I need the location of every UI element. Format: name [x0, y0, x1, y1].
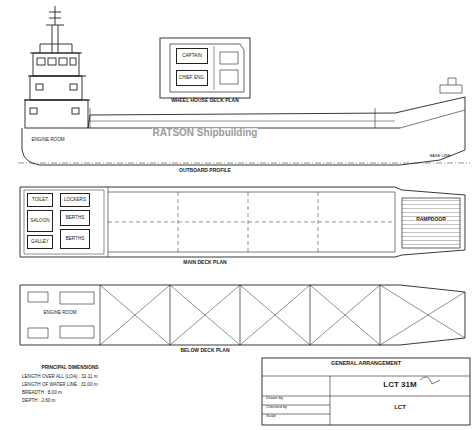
drawing-label: RAMPDOOR — [415, 217, 447, 222]
hull-profile — [22, 97, 465, 165]
room-box: CHIEF ENG. — [176, 70, 208, 86]
watermark: RATSON Shipbuilding — [152, 128, 259, 139]
drawing-label: GENERAL ARRANGEMENT — [331, 361, 401, 367]
drawing-label: LCT 31M — [383, 381, 416, 389]
room-name: BERTHS — [66, 237, 85, 242]
room-name: LOCKERS — [64, 198, 86, 203]
room-box: SALOON — [27, 210, 53, 232]
drawing-label: OUTBOARD PROFILE — [179, 168, 231, 173]
bow-ramp — [402, 198, 460, 248]
room-box: BERTHS — [60, 229, 90, 249]
room-name: CHIEF ENG. — [179, 76, 205, 81]
drawing-label: DEPTH : 2.60 m — [22, 399, 55, 404]
drawing-label: WHEEL HOUSE DECK PLAN — [171, 98, 239, 103]
drawing-label: MAIN DECK PLAN — [183, 260, 226, 265]
title-block — [262, 358, 470, 425]
drawing-label: BASE LINE — [430, 154, 451, 158]
room-box: LOCKERS — [60, 193, 90, 207]
drawing-label: ENGINE ROOM — [43, 311, 76, 316]
main-deck-outline — [20, 187, 465, 257]
room-box: GALLEY — [27, 235, 53, 249]
wheelhouse-plan-frame — [160, 38, 250, 98]
drawing-label: LENGTH OF WATER LINE : 31.00 m — [22, 383, 98, 388]
drawing-label: PRINCIPAL DIMENSIONS — [41, 365, 98, 370]
drawing-label: Scale — [266, 414, 276, 418]
drawing-label: ENGINE ROOM — [31, 138, 64, 143]
room-box: BERTHS — [60, 210, 90, 226]
room-box: CAPTAIN — [176, 48, 208, 64]
room-name: BERTHS — [66, 216, 85, 221]
drawing-label: Checked by — [266, 405, 287, 409]
drawing-label: Drawn by — [266, 396, 283, 400]
below-deck-outline — [20, 285, 465, 345]
room-name: CAPTAIN — [182, 54, 202, 59]
room-name: GALLEY — [31, 240, 49, 245]
room-name: TOILET — [32, 198, 48, 203]
room-box: TOILET — [27, 193, 53, 207]
drawing-label: BELOW DECK PLAN — [180, 348, 229, 353]
drawing-label: BREADTH : 8.00 m — [22, 391, 62, 396]
drawing-label: LCT — [394, 404, 406, 410]
drawing-label: LENGTH OVER ALL (LOA) : 32.11 m — [22, 375, 98, 380]
deckhouse — [25, 100, 88, 128]
room-name: SALOON — [30, 219, 49, 224]
